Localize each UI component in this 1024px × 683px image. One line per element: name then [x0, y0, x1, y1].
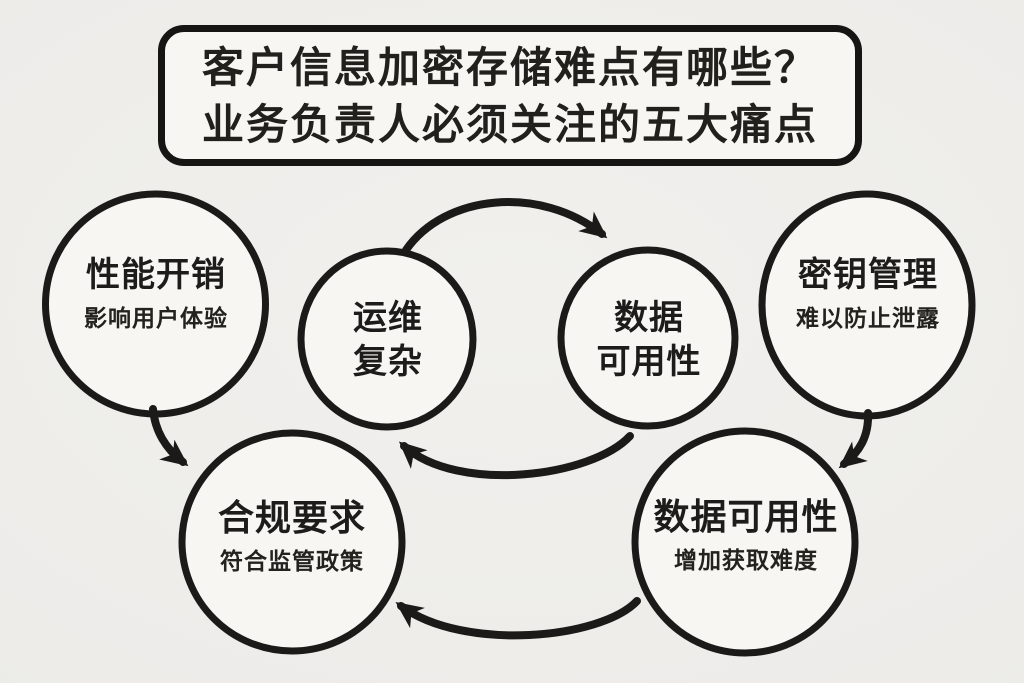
node-key-management: 密钥管理 难以防止泄露	[796, 253, 940, 333]
node-data-availability-cost: 数据可用性 增加获取难度	[653, 495, 838, 575]
node-circle-operations	[297, 247, 477, 431]
node-circle-data-availability	[557, 246, 739, 430]
node-performance-subtitle: 影响用户体验	[84, 305, 228, 331]
curved-arrow-performance-to-compliance-icon	[149, 405, 189, 467]
node-data-availability-line1: 数据	[614, 299, 684, 337]
node-key-management-title: 密钥管理	[798, 256, 938, 294]
node-data-availability: 数据 可用性	[597, 296, 702, 384]
node-data-availability-cost-title: 数据可用性	[653, 496, 839, 537]
curved-arrow-operations-to-availability-icon	[402, 198, 608, 254]
node-performance-title: 性能开销	[86, 256, 226, 294]
node-performance: 性能开销 影响用户体验	[84, 253, 228, 333]
node-operations-line2: 复杂	[353, 343, 423, 381]
curved-arrow-availability-cost-to-compliance-icon	[395, 597, 641, 640]
curved-arrow-keymgmt-to-availability-cost-icon	[838, 409, 873, 469]
node-compliance-subtitle: 符合监管政策	[219, 548, 364, 574]
node-operations: 运维 复杂	[353, 296, 423, 384]
title-line-2: 业务负责人必须关注的五大痛点	[201, 100, 818, 148]
node-compliance: 合规要求 符合监管政策	[218, 496, 366, 576]
node-circle-data-availability-cost	[631, 427, 859, 657]
title-line-1: 客户信息加密存储难点有哪些？	[201, 43, 818, 91]
node-operations-line1: 运维	[353, 299, 423, 337]
node-compliance-title: 合规要求	[217, 497, 367, 538]
node-data-availability-line2: 可用性	[596, 343, 702, 381]
node-key-management-subtitle: 难以防止泄露	[796, 305, 940, 331]
node-data-availability-cost-subtitle: 增加获取难度	[673, 547, 818, 573]
title-box: 客户信息加密存储难点有哪些？ 业务负责人必须关注的五大痛点	[158, 25, 862, 166]
node-circle-compliance	[178, 429, 406, 655]
curved-arrow-availability-to-operations-icon	[398, 432, 634, 480]
